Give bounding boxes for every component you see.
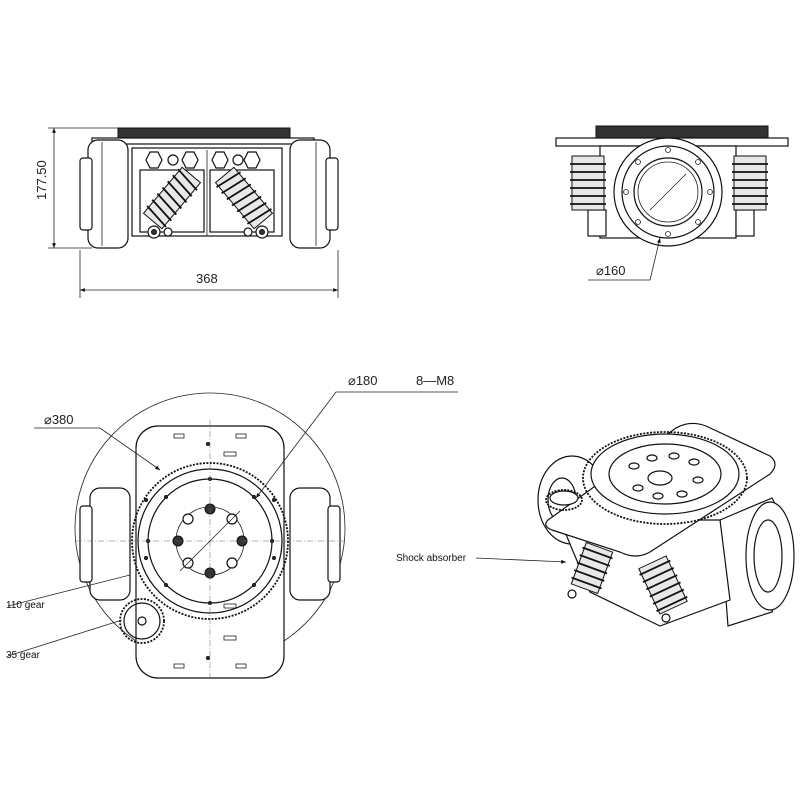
gear-110-label: 110 gear	[6, 600, 45, 611]
top-left-wheel	[89, 487, 131, 601]
height-dimension: 177.50	[34, 127, 118, 249]
iso-pinion	[545, 489, 583, 511]
left-spring	[142, 166, 202, 230]
svg-text:⌀380: ⌀380	[44, 412, 74, 427]
iso-right-spring	[638, 555, 688, 615]
height-dim-label: 177.50	[34, 160, 49, 200]
outer-diameter-label: 380	[52, 412, 74, 427]
bore-diameter-symbol: ⌀	[596, 263, 604, 278]
top-right-wheel	[289, 487, 331, 601]
left-wheel	[87, 139, 129, 249]
right-wheel	[289, 139, 331, 249]
iso-ring-gear	[582, 431, 748, 525]
bolt-circle-symbol: ⌀	[348, 373, 356, 388]
bolt-circle-label: 180	[356, 373, 378, 388]
side-view: ⌀160	[555, 125, 789, 281]
svg-text:⌀160: ⌀160	[596, 263, 626, 278]
front-top-plate	[117, 127, 291, 139]
side-right-spring	[732, 155, 768, 211]
width-dimension: 368	[79, 250, 339, 298]
svg-text:⌀180: ⌀180	[348, 373, 378, 388]
isometric-view	[475, 422, 795, 627]
top-view	[7, 391, 458, 680]
shock-absorber-label: Shock absorber	[396, 553, 467, 564]
iso-left-spring	[570, 541, 614, 595]
front-view	[79, 127, 339, 249]
gear-35-label: 35 gear	[6, 650, 41, 661]
bolt-spec-label: 8—M8	[416, 373, 454, 388]
side-left-spring	[570, 155, 606, 211]
right-spring	[214, 166, 274, 230]
bore-diameter-label: 160	[604, 263, 626, 278]
width-dim-label: 368	[196, 271, 218, 286]
outer-diameter-symbol: ⌀	[44, 412, 52, 427]
